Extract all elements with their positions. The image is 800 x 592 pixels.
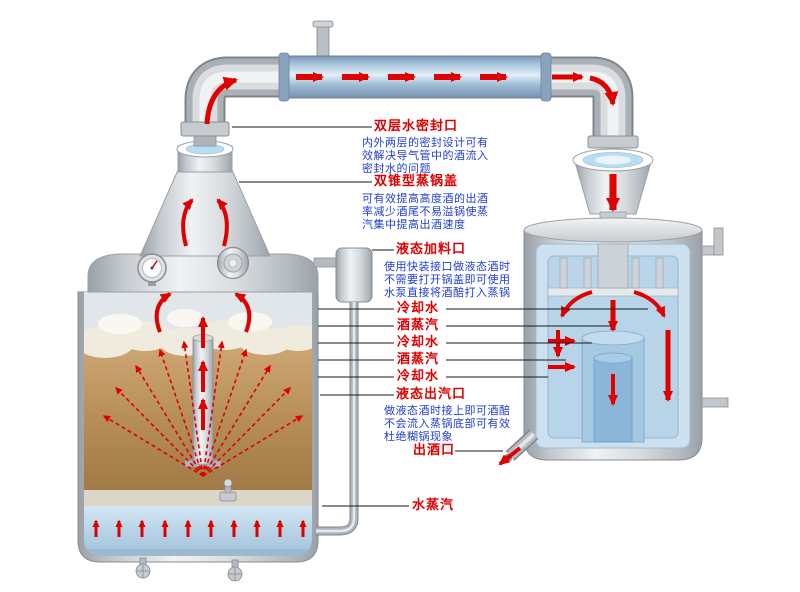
label-water-steam: 水蒸汽 — [412, 498, 455, 513]
dome-lid — [87, 169, 319, 293]
pressure-gauge — [137, 253, 167, 286]
mash-steam-arrows — [102, 340, 304, 477]
pipe-flow-arrows — [204, 72, 619, 125]
label-liquid-inlet-title: 液态加料口 — [396, 242, 467, 257]
cooling-outlet-stub — [701, 397, 729, 408]
right-funnel — [572, 135, 654, 215]
cone-flow-arrows — [181, 198, 229, 247]
label-cooling-water-3: 冷却水 — [397, 369, 440, 384]
label-liquid-inlet-desc: 使用快装接口做液态酒时 不需要打开锅盖即可使用 水泵直接将酒醅打入蒸锅 — [384, 260, 511, 299]
drain-tap — [219, 478, 237, 502]
water-steam-arrows — [92, 519, 307, 537]
label-lines — [232, 126, 648, 507]
bottom-valves — [135, 557, 243, 582]
boiler-vessel — [77, 291, 319, 582]
condenser — [498, 211, 729, 466]
label-liquid-steam-outlet-desc: 做液态酒时接上即可酒醅 不会流入蒸锅底部可有效 杜绝糊锅现象 — [384, 404, 511, 443]
pipe-cooling-jacket — [278, 20, 552, 102]
label-cooling-water-2: 冷却水 — [397, 335, 440, 350]
vent-stub-pipe — [316, 25, 330, 61]
label-liquid-steam-outlet-title: 液态出汽口 — [396, 387, 467, 402]
label-water-seal-desc: 内外两层的密封设计可有 效解决导气管中的酒流入 密封水的问题 — [362, 136, 489, 175]
label-cooling-water-1: 冷却水 — [397, 301, 440, 316]
label-wine-vapor-1: 酒蒸汽 — [397, 318, 440, 333]
label-cone-lid-desc: 可有效提高高度酒的出酒 率减少酒尾不易溢锅使蒸 汽集中提高出酒速度 — [362, 192, 489, 231]
label-water-seal-title: 双层水密封口 — [374, 119, 459, 134]
cone-lid — [139, 169, 271, 257]
relief-valve — [216, 246, 250, 280]
condenser-flow-arrows — [548, 290, 673, 406]
outlet-arrow — [498, 446, 522, 466]
liquid-feed-port — [313, 247, 373, 536]
outlet-spout — [498, 429, 539, 466]
label-wine-vapor-2: 酒蒸汽 — [397, 352, 440, 367]
riser-flow-arrows — [154, 292, 252, 430]
water-seal-port — [176, 121, 234, 173]
label-cone-lid-title: 双锥型蒸锅盖 — [374, 174, 459, 189]
label-wine-outlet: 出酒口 — [413, 443, 456, 458]
